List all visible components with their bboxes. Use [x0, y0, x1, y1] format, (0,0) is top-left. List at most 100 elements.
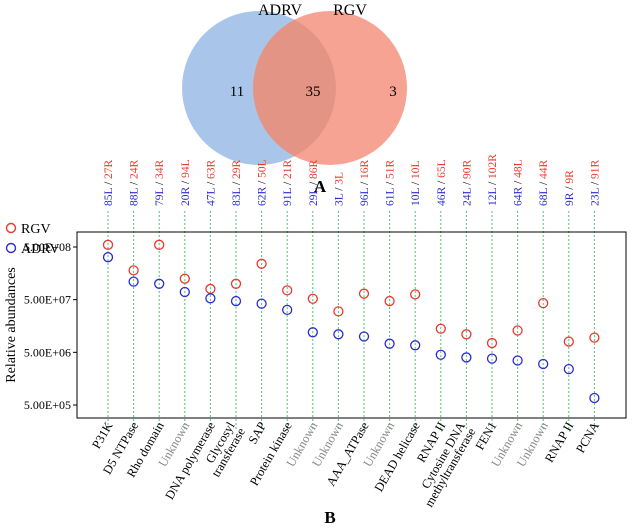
point-rgv [486, 337, 498, 349]
gene-id-adrv: 9R [564, 192, 576, 206]
point-adrv [538, 358, 549, 370]
panel-label-a: A [314, 177, 327, 196]
gene-id-rgv: 3L [333, 172, 345, 185]
gene-id-label: 23L / 91R [589, 159, 601, 206]
data-points [102, 239, 600, 404]
gene-id-rgv: 48L [513, 159, 525, 178]
venn-count-shared: 35 [306, 84, 321, 100]
point-adrv [461, 352, 472, 363]
gene-id-rgv: 51R [385, 159, 397, 179]
point-adrv [307, 327, 318, 338]
gene-id-label: 64R / 48L [513, 159, 525, 206]
gene-id-separator: / [205, 179, 217, 188]
gene-id-adrv: 88L [129, 188, 141, 207]
gene-id-label: 20R / 94L [180, 159, 192, 206]
category-label: SAP [246, 419, 270, 446]
gene-id-label: 79L / 34R [154, 159, 166, 206]
point-rgv [307, 293, 318, 304]
gene-id-adrv: 61L [385, 188, 397, 207]
gene-id-label: 61L / 51R [385, 159, 397, 206]
gene-id-adrv: 91L [282, 188, 294, 207]
gene-id-rgv: 27R [103, 159, 115, 179]
point-rgv [563, 336, 574, 347]
point-rgv [461, 329, 472, 340]
venn-overlap [253, 11, 336, 165]
gene-id-rgv: 24R [129, 159, 141, 179]
point-adrv [230, 295, 242, 307]
point-adrv [358, 331, 370, 342]
category-label-line: SAP [246, 419, 270, 446]
gene-id-separator: / [154, 179, 166, 188]
point-adrv [589, 392, 600, 404]
gene-id-adrv: 62R [257, 187, 269, 207]
point-adrv [563, 363, 574, 375]
point-adrv [333, 329, 344, 340]
gene-id-separator: / [410, 179, 422, 188]
point-adrv [512, 355, 523, 366]
category-label: P31K [89, 420, 115, 452]
gene-id-adrv: 46R [436, 187, 448, 207]
category-label: Cytosine DNAmethyltransferase [411, 419, 478, 509]
legend-label-rgv: RGV [21, 222, 51, 237]
gene-id-adrv: 20R [180, 187, 192, 207]
gene-id-separator: / [513, 178, 525, 187]
plot-frame [76, 231, 627, 419]
gene-id-adrv: 79L [154, 188, 166, 207]
legend-marker-adrv [5, 242, 17, 254]
gene-id-rgv: 90R [461, 159, 473, 179]
gene-id-rgv: 10L [410, 160, 422, 179]
point-rgv [256, 258, 267, 269]
point-adrv [179, 286, 190, 298]
gene-id-label: 88L / 24R [129, 159, 141, 206]
point-rgv [358, 288, 370, 299]
gene-id-adrv: 23L [589, 188, 601, 207]
point-adrv [102, 252, 114, 263]
chart-grid [107, 211, 595, 430]
y-tick-label: 5.00E+05 [24, 398, 71, 412]
category-label-line: FEN1 [473, 420, 500, 453]
y-tick-label: 5.00E+06 [24, 345, 71, 359]
gene-id-adrv: 68L [538, 188, 550, 207]
gene-id-adrv: 47L [205, 188, 217, 207]
venn-count-rgv-only: 3 [389, 84, 397, 100]
y-axis-label: Relative abundances [4, 267, 19, 382]
gene-id-separator: / [333, 185, 345, 194]
point-rgv [512, 325, 523, 336]
gene-id-adrv: 10L [410, 188, 422, 207]
abundance-chart: 5.00E+055.00E+065.00E+075.00E+08 Relativ… [4, 154, 627, 527]
venn-diagram: ADRV RGV 11 35 3 A [182, 2, 407, 196]
gene-id-adrv: 12L [487, 188, 499, 207]
point-rgv [102, 239, 114, 250]
gene-id-label: 3L / 3L [333, 172, 345, 206]
gene-id-rgv: 86R [308, 159, 320, 179]
venn-label-rgv: RGV [333, 2, 367, 19]
point-rgv [179, 273, 190, 284]
gene-id-separator: / [589, 179, 601, 188]
gene-id-separator: / [487, 179, 499, 188]
point-rgv [384, 295, 395, 307]
point-rgv [589, 332, 600, 343]
gene-id-rgv: 44R [538, 159, 550, 179]
gene-id-label: 62R / 50L [257, 159, 269, 206]
point-adrv [410, 340, 421, 351]
gene-id-rgv: 91R [589, 159, 601, 179]
gene-id-label: 9R / 9R [564, 170, 576, 206]
gene-id-label: 29L / 86R [308, 159, 320, 206]
category-label-line: PCNA [573, 420, 602, 456]
gene-id-rgv: 29R [231, 159, 243, 179]
category-label: FEN1 [473, 420, 500, 453]
gene-id-separator: / [436, 178, 448, 187]
category-label-line: P31K [89, 420, 115, 452]
gene-id-separator: / [538, 179, 550, 188]
gene-id-rgv: 63R [205, 159, 217, 179]
gene-id-separator: / [282, 179, 294, 188]
gene-id-adrv: 3L [333, 193, 345, 206]
gene-id-label: 47L / 63R [205, 159, 217, 206]
gene-id-adrv: 24L [461, 188, 473, 207]
gene-id-separator: / [308, 179, 320, 188]
gene-id-label: 83L / 29R [231, 159, 243, 206]
point-adrv [154, 278, 165, 289]
gene-id-rgv: 16R [359, 159, 371, 179]
